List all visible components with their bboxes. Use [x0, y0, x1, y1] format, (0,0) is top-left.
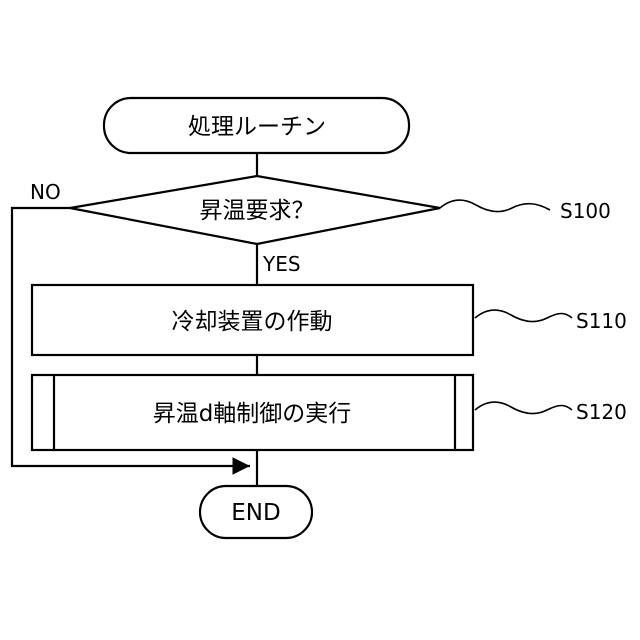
end-terminator: END [200, 486, 312, 538]
process1-label: 冷却装置の作動 [172, 309, 333, 335]
leader-wave-s120 [475, 402, 572, 413]
decision-label: 昇温要求？ [200, 198, 315, 224]
step-label-s120: S120 [576, 400, 627, 424]
process-box-cooling: 冷却装置の作動 [32, 285, 473, 355]
decision-diamond: 昇温要求？ [70, 176, 440, 244]
yes-label: YES [262, 252, 301, 276]
predefined-process-box: 昇温d軸制御の実行 [32, 375, 473, 450]
process2-label: 昇温d軸制御の実行 [153, 401, 352, 427]
start-label: 処理ルーチン [188, 114, 326, 140]
leader-wave-s100 [440, 200, 550, 211]
start-terminator: 処理ルーチン [104, 98, 409, 153]
no-label: NO [30, 180, 61, 204]
step-label-s110: S110 [576, 309, 627, 333]
step-label-s100: S100 [560, 199, 611, 223]
leader-wave-s110 [475, 310, 572, 321]
end-label: END [231, 500, 280, 526]
